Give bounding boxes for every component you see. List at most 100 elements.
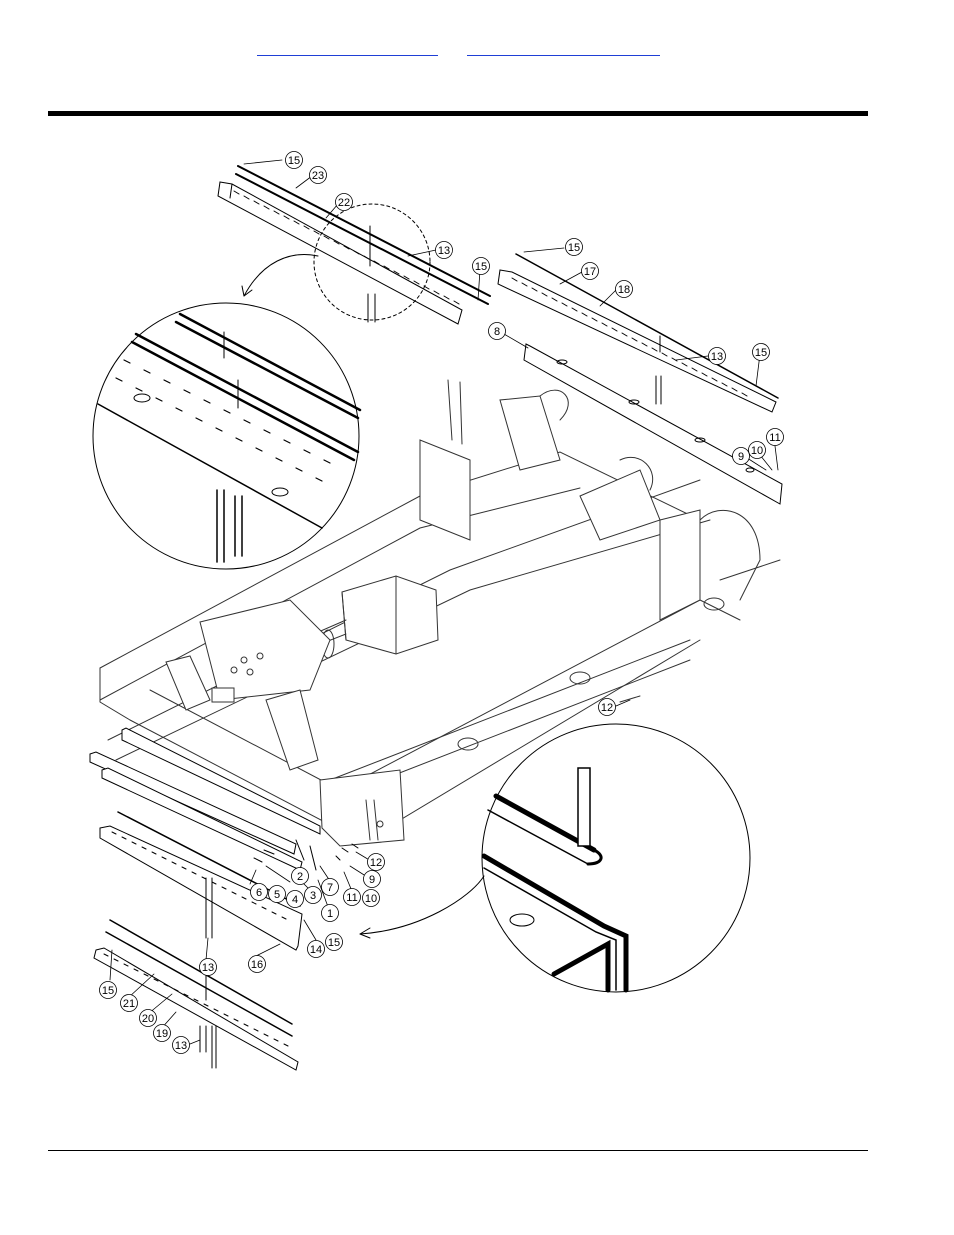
callout-label: 8 — [494, 326, 500, 338]
callout-16: 16 — [248, 955, 266, 973]
callout-label: 13 — [711, 351, 723, 363]
chain-icon — [367, 293, 376, 323]
callout-13: 13 — [199, 958, 217, 976]
callout-2: 2 — [291, 867, 309, 885]
callout-circle — [321, 878, 339, 896]
callout-label: 16 — [251, 959, 263, 971]
callout-19: 19 — [153, 1024, 171, 1042]
header-link-1[interactable] — [257, 41, 438, 56]
callout-circle — [748, 441, 766, 459]
callout-label: 15 — [475, 261, 487, 273]
callout-label: 4 — [292, 894, 298, 906]
callout-10: 10 — [748, 441, 766, 459]
callout-circle — [708, 347, 726, 365]
callout-label: 17 — [584, 266, 596, 278]
callout-circle — [615, 280, 633, 298]
callout-23: 23 — [309, 166, 327, 184]
callout-label: 18 — [618, 284, 630, 296]
callout-circle — [321, 904, 339, 922]
callout-1: 1 — [321, 904, 339, 922]
header-link-2[interactable] — [467, 41, 660, 56]
callout-label: 14 — [310, 944, 322, 956]
callout-circle — [307, 940, 325, 958]
chain-icon — [199, 1025, 217, 1069]
callout-circle — [362, 889, 380, 907]
callout-label: 15 — [102, 985, 114, 997]
callout-11: 11 — [766, 428, 784, 446]
callout-13: 13 — [435, 241, 453, 259]
callout-label: 13 — [438, 245, 450, 257]
callout-label: 20 — [142, 1013, 154, 1025]
callout-15: 15 — [565, 238, 583, 256]
callout-13: 13 — [708, 347, 726, 365]
callout-15: 15 — [285, 151, 303, 169]
callout-label: 2 — [297, 871, 303, 883]
callout-label: 22 — [338, 197, 350, 209]
detail-circle-pin — [359, 723, 751, 993]
callout-13: 13 — [172, 1036, 190, 1054]
callout-circle — [367, 853, 385, 871]
callout-label: 5 — [274, 889, 280, 901]
bumper-assembly — [89, 727, 359, 951]
implement-frame — [99, 379, 781, 847]
callout-label: 9 — [738, 451, 744, 463]
chain-icon — [205, 877, 213, 939]
callout-circle — [139, 1009, 157, 1027]
callout-11: 11 — [343, 888, 361, 906]
callout-label: 15 — [328, 937, 340, 949]
callout-label: 15 — [288, 155, 300, 167]
callout-label: 10 — [751, 445, 763, 457]
callout-14: 14 — [307, 940, 325, 958]
callout-circle — [732, 447, 750, 465]
callout-label: 23 — [312, 170, 324, 182]
callout-15: 15 — [99, 981, 117, 999]
callout-circle — [285, 151, 303, 169]
callout-12: 12 — [598, 698, 616, 716]
callout-circle — [435, 241, 453, 259]
callout-circle — [472, 257, 490, 275]
callout-circle — [199, 958, 217, 976]
shield-rail-upper-left — [217, 165, 491, 325]
callout-label: 19 — [156, 1028, 168, 1040]
callout-15: 15 — [325, 933, 343, 951]
callout-label: 15 — [755, 347, 767, 359]
callout-9: 9 — [363, 870, 381, 888]
callout-circle — [343, 888, 361, 906]
callout-10: 10 — [362, 889, 380, 907]
callout-8: 8 — [488, 322, 506, 340]
callout-15: 15 — [472, 257, 490, 275]
callout-circle — [250, 883, 268, 901]
callout-circle — [581, 262, 599, 280]
callout-21: 21 — [120, 994, 138, 1012]
callout-circle — [99, 981, 117, 999]
callout-label: 1 — [327, 908, 333, 920]
callout-label: 15 — [568, 242, 580, 254]
callout-circle — [752, 343, 770, 361]
chain-icon — [655, 375, 662, 405]
callout-circle — [488, 322, 506, 340]
detail-circle-shield — [92, 302, 362, 570]
callout-3: 3 — [304, 886, 322, 904]
callout-17: 17 — [581, 262, 599, 280]
callout-circle — [268, 885, 286, 903]
callout-circle — [309, 166, 327, 184]
callout-18: 18 — [615, 280, 633, 298]
callout-12: 12 — [367, 853, 385, 871]
callout-circle — [286, 890, 304, 908]
callout-label: 3 — [310, 890, 316, 902]
callout-15: 15 — [752, 343, 770, 361]
header-rule — [48, 111, 868, 116]
callout-label: 11 — [769, 432, 780, 444]
shield-rail-upper-right — [497, 253, 783, 505]
callout-circle — [120, 994, 138, 1012]
callout-circle — [363, 870, 381, 888]
callout-label: 21 — [123, 998, 135, 1010]
callout-circle — [598, 698, 616, 716]
callout-circle — [304, 886, 322, 904]
callout-label: 13 — [202, 962, 214, 974]
callout-circle — [766, 428, 784, 446]
shield-rail-lower-left — [93, 919, 299, 1071]
footer-rule — [48, 1150, 868, 1151]
